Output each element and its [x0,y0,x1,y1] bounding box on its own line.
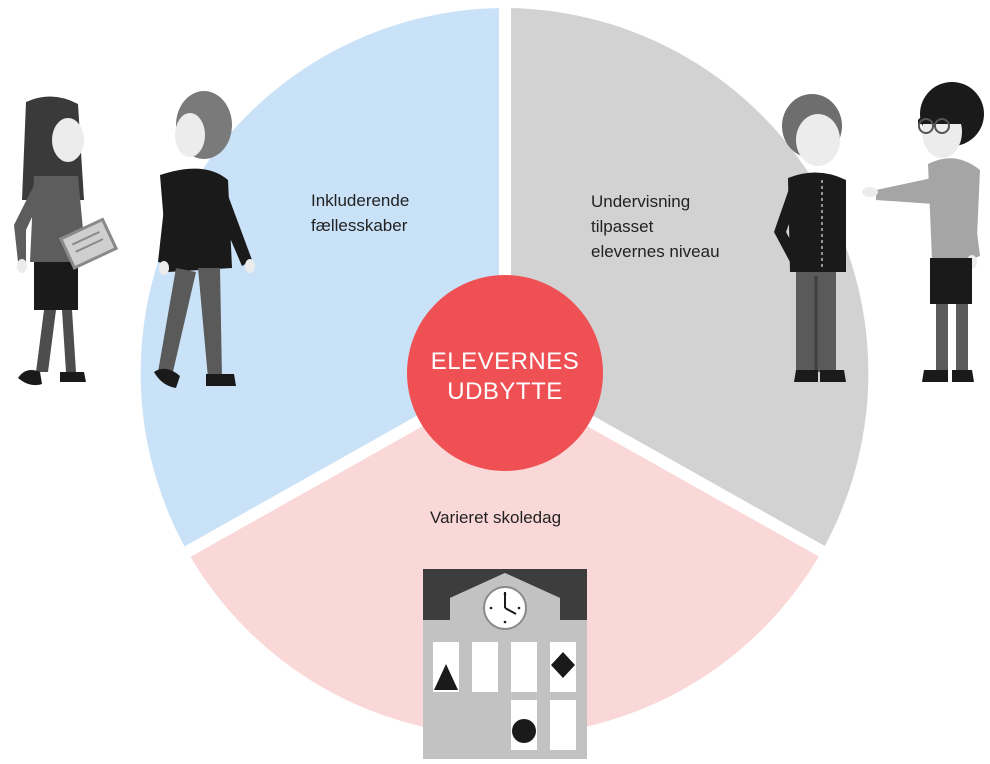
circle-icon [512,719,536,743]
boy-standing-icon [774,94,846,382]
center-title: ELEVERNES UDBYTTE [430,348,580,405]
triangle-icon [434,664,458,690]
girl-with-tablet-icon [14,96,119,386]
segment-undervisning [505,8,869,551]
clock-icon [483,586,527,630]
label-undervisning: Undervisning tilpasset elevernes niveau [591,192,720,261]
school-building-icon [423,569,587,759]
center-circle [407,275,603,471]
student-and-teacher-icon [774,82,984,382]
diamond-icon [551,652,575,678]
label-inkluderende: Inkluderende fællesskaber [311,191,410,235]
segment-inkluderende [140,8,505,551]
label-varieret: Varieret skoledag [430,508,562,527]
boy-walking-icon [154,91,255,388]
teacher-icon [862,82,984,382]
students-walking-icon [14,91,255,388]
